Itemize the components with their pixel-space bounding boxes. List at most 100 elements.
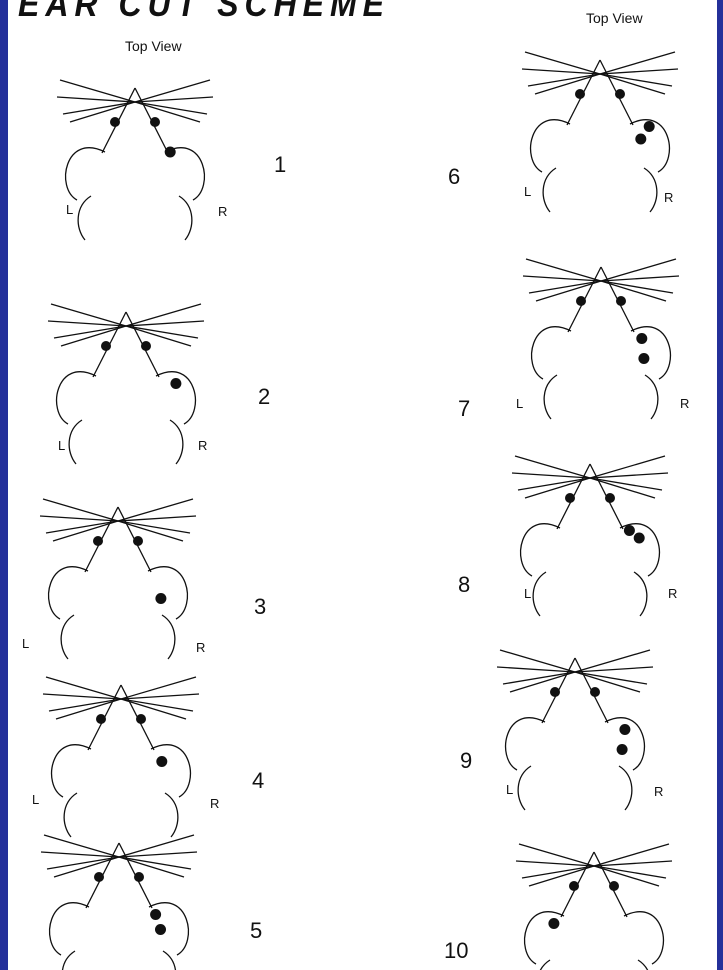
ear-punch-mark	[156, 756, 167, 767]
head-outline-right	[163, 951, 176, 970]
left-side-label: L	[58, 438, 65, 453]
ear-punch-mark	[155, 593, 166, 604]
left-side-label: L	[506, 782, 513, 797]
head-outline-right	[634, 572, 647, 616]
head-outline-right	[165, 793, 178, 837]
eye-right	[133, 536, 143, 546]
left-side-label: L	[32, 792, 39, 807]
eye-right	[141, 341, 151, 351]
right-side-label: R	[196, 640, 205, 655]
eye-right	[150, 117, 160, 127]
ear-punch-mark	[638, 353, 649, 364]
head-outline-left	[64, 793, 77, 837]
ear-left	[50, 903, 89, 955]
scheme-number-3: 3	[254, 594, 266, 620]
scheme-number-4: 4	[252, 768, 264, 794]
ear-right	[631, 327, 670, 379]
ear-left	[521, 524, 560, 576]
scheme-number-7: 7	[458, 396, 470, 422]
mouse-head-5	[41, 835, 197, 970]
right-side-label: R	[680, 396, 689, 411]
left-side-label: L	[516, 396, 523, 411]
eye-left	[576, 296, 586, 306]
ear-left	[531, 120, 570, 172]
head-outline-right	[619, 766, 632, 810]
mouse-head-diagrams	[8, 0, 717, 970]
ear-left	[532, 327, 571, 379]
head-outline-right	[170, 420, 183, 464]
slide-border-right	[717, 0, 723, 970]
ear-left	[525, 912, 564, 964]
eye-right	[615, 89, 625, 99]
ear-left	[52, 745, 91, 797]
ear-punch-mark	[170, 378, 181, 389]
ear-punch-mark	[619, 724, 630, 735]
eye-left	[96, 714, 106, 724]
scheme-number-2: 2	[258, 384, 270, 410]
scheme-number-9: 9	[460, 748, 472, 774]
scheme-number-6: 6	[448, 164, 460, 190]
left-side-label: L	[524, 184, 531, 199]
scheme-number-1: 1	[274, 152, 286, 178]
left-side-label: L	[22, 636, 29, 651]
slide-border-left	[0, 0, 8, 970]
mouse-head-10	[516, 844, 672, 970]
left-side-label: L	[524, 586, 531, 601]
eye-left	[101, 341, 111, 351]
ear-left	[49, 567, 88, 619]
head-outline-left	[543, 168, 556, 212]
mouse-head-6	[522, 52, 678, 212]
ear-right	[148, 567, 187, 619]
right-side-label: R	[198, 438, 207, 453]
head-outline-left	[61, 615, 74, 659]
eye-left	[94, 872, 104, 882]
head-outline-right	[162, 615, 175, 659]
ear-right	[624, 912, 663, 964]
eye-right	[609, 881, 619, 891]
right-side-label: R	[218, 204, 227, 219]
eye-right	[136, 714, 146, 724]
head-outline-right	[638, 960, 651, 970]
scanned-sheet: EAR CUT SCHEME Top View Top View 1 2 3 4…	[8, 0, 717, 970]
scheme-number-8: 8	[458, 572, 470, 598]
ear-punch-mark	[617, 744, 628, 755]
eye-left	[93, 536, 103, 546]
head-outline-left	[533, 572, 546, 616]
ear-punch-mark	[624, 525, 635, 536]
mouse-head-1	[57, 80, 213, 240]
head-outline-left	[69, 420, 82, 464]
head-outline-left	[518, 766, 531, 810]
mouse-head-7	[523, 259, 679, 419]
head-outline-left	[537, 960, 550, 970]
head-outline-right	[644, 168, 657, 212]
ear-left	[66, 148, 105, 200]
eye-left	[550, 687, 560, 697]
head-outline-left	[544, 375, 557, 419]
mouse-head-3	[40, 499, 196, 659]
right-side-label: R	[210, 796, 219, 811]
eye-left	[575, 89, 585, 99]
mouse-head-4	[43, 677, 199, 837]
ear-punch-mark	[636, 333, 647, 344]
right-side-label: R	[654, 784, 663, 799]
right-side-label: R	[664, 190, 673, 205]
eye-left	[110, 117, 120, 127]
left-side-label: L	[66, 202, 73, 217]
ear-punch-mark	[548, 918, 559, 929]
ear-punch-mark	[634, 533, 645, 544]
eye-right	[616, 296, 626, 306]
ear-punch-mark	[155, 924, 166, 935]
ear-right	[151, 745, 190, 797]
scheme-number-5: 5	[250, 918, 262, 944]
eye-right	[590, 687, 600, 697]
eye-left	[565, 493, 575, 503]
ear-left	[506, 718, 545, 770]
ear-left	[57, 372, 96, 424]
eye-left	[569, 881, 579, 891]
ear-punch-mark	[165, 147, 176, 158]
ear-punch-mark	[150, 909, 161, 920]
scheme-number-10: 10	[444, 938, 468, 964]
head-outline-left	[62, 951, 75, 970]
ear-punch-mark	[635, 134, 646, 145]
mouse-head-9	[497, 650, 653, 810]
